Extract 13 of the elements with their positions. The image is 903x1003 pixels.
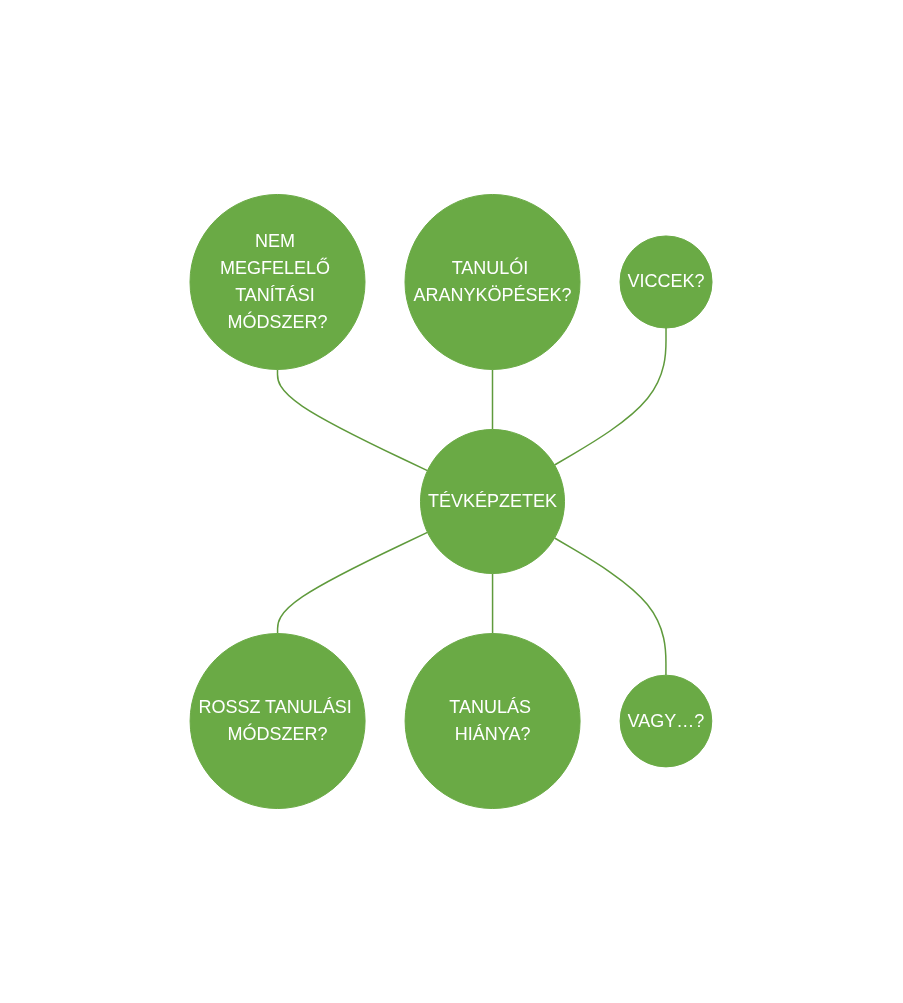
node-circle: TANULÓI ARANYKÖPÉSEK?: [405, 194, 581, 370]
connector: [277, 368, 429, 472]
node-circle: ROSSZ TANULÁSI MÓDSZER?: [190, 633, 367, 809]
connector: [492, 368, 494, 431]
node-circle: TANULÁS HIÁNYA?: [405, 633, 582, 809]
node-circle: TÉVKÉPZETEK: [420, 429, 566, 574]
connector: [554, 327, 668, 466]
connector: [554, 537, 668, 676]
connector: [492, 572, 494, 635]
node-circle: VAGY…?: [620, 674, 713, 768]
node-circle: NEM MEGFELELŐ TANÍTÁSI MÓDSZER?: [190, 194, 366, 370]
connector: [277, 531, 429, 635]
node-circle: VICCEK?: [620, 235, 713, 329]
